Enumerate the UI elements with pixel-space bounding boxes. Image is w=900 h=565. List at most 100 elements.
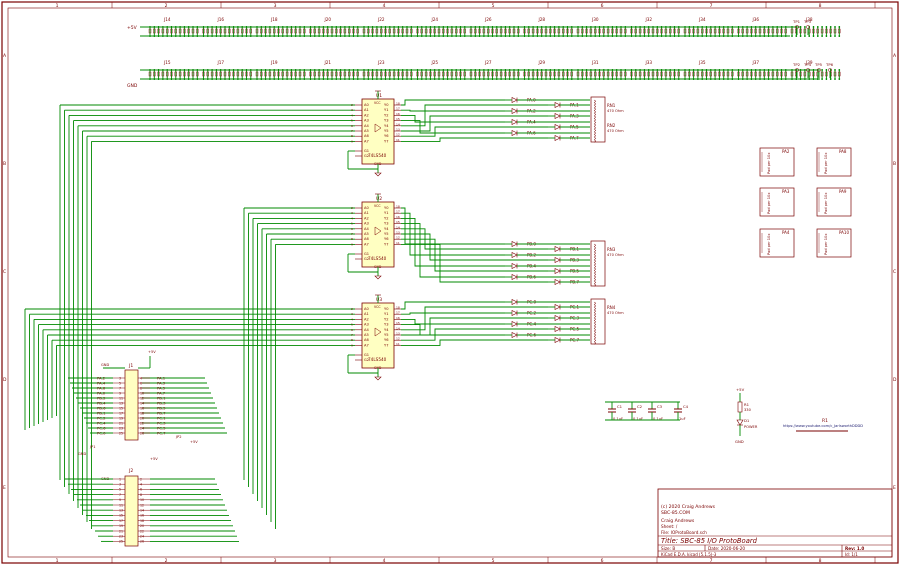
- ic-pin-number: 2: [351, 103, 353, 107]
- j1-right-signal: PA.7: [157, 390, 166, 395]
- bus-connector-ref: J23: [377, 60, 385, 65]
- bus-connector-ref: J15: [163, 60, 171, 65]
- bus-connector-ref: J34: [698, 17, 706, 22]
- ic-output-pin: Y4: [384, 328, 389, 332]
- ic-pin-number: 13: [396, 231, 400, 235]
- ic-pin-number: 15: [396, 321, 400, 325]
- ic-input-pin: A4: [364, 227, 369, 231]
- title-id: Id: 1/1: [845, 552, 858, 557]
- ic-pin-number: 8: [351, 134, 353, 138]
- bus-connector-ref: J37: [752, 60, 760, 65]
- ic-output-pin: Y1: [384, 211, 388, 215]
- capacitor-ref: C4: [683, 404, 689, 409]
- j2-ref: J2: [128, 468, 133, 474]
- resistor-array-value: 470 Ohm: [607, 109, 624, 113]
- title-copyright: (c) 2020 Craig Andrews: [661, 504, 716, 510]
- bus-top-power-label: +5V: [127, 25, 138, 31]
- j2-pin-number: 3: [119, 483, 121, 487]
- ic-enable-pin: G2: [364, 257, 369, 261]
- title-sheet: Sheet: /: [661, 524, 678, 529]
- power-section: C10.1uFC20.1uFC30.1uFC41uF+5VR1330D1POWE…: [605, 387, 758, 444]
- ic-pin-number: 15: [396, 220, 400, 224]
- j1-left-signal: PA.4: [97, 380, 106, 385]
- ic-input-pin: A1: [364, 108, 369, 112]
- logo-text: https://www.youtube.com/c_JarlsworthDDDD: [783, 424, 863, 428]
- j1-right-signal: PC.1: [157, 415, 166, 420]
- j1-right-signal: PB.3: [157, 400, 166, 405]
- buffer-ic-u2: U274LS540GNDVCCA02A13A24A35A46A57A68A79Y…: [347, 193, 401, 280]
- border-col-label: 8: [819, 558, 822, 564]
- capacitor-value: 1uF: [679, 417, 686, 421]
- ic-pin-number: 4: [351, 216, 353, 220]
- j1-right-signal: PC.3: [157, 420, 166, 425]
- ic-pin-number: 3: [351, 211, 353, 215]
- j1-left-signal: PB.1: [97, 410, 106, 415]
- ic-input-pin: A2: [364, 216, 369, 220]
- title-rev: Rev: 1.0: [845, 546, 864, 551]
- j1-pin-number: 16: [140, 406, 144, 410]
- ic-input-pin: A3: [364, 323, 369, 327]
- j1-pin-number: 8: [140, 386, 142, 390]
- testpoint-label: TP5: [814, 62, 823, 67]
- ic-pin-number: 11: [396, 138, 400, 142]
- capacitor-c3: C30.1uF: [648, 402, 663, 421]
- ic-enable-pin: G1: [364, 353, 369, 357]
- j1-pin-number: 9: [119, 391, 121, 395]
- bus-connector-ref: J35: [698, 60, 706, 65]
- ic-enable-pin: G1: [364, 252, 369, 256]
- logo-ref: R1: [822, 418, 828, 424]
- ic-output-pin: Y2: [384, 216, 388, 220]
- bus-connector-ref: J21: [324, 60, 332, 65]
- j2-power-label: +5V: [150, 457, 158, 461]
- ic-input-pin: A5: [364, 333, 369, 337]
- ic-output-pin: Y7: [384, 242, 388, 246]
- j1-pin-number: 22: [140, 421, 144, 425]
- pad-text: Pad per 10x: [767, 233, 771, 255]
- j2-pin-number: 2: [140, 477, 142, 481]
- ic-pin-number: 18: [396, 102, 400, 106]
- ic-output-pin: Y3: [384, 323, 388, 327]
- bus-connector-ref: J36: [752, 17, 760, 22]
- capacitor-value: 0.1uF: [613, 417, 623, 421]
- border-col-label: 5: [492, 3, 495, 9]
- j2-pin-number: 14: [140, 509, 144, 513]
- ic-pin-number: 9: [351, 242, 353, 246]
- capacitor-c4: C4 1uF: [674, 402, 689, 421]
- ic-input-pin: A4: [364, 124, 369, 128]
- ic-pin-number: 7: [351, 232, 353, 236]
- bus-connector-ref: J26: [484, 17, 492, 22]
- ic-vcc-label: VCC: [374, 305, 381, 309]
- j1-left-signal: PA.2: [97, 375, 106, 380]
- resistor-array-ref: RN1: [607, 103, 616, 108]
- ic-part: 74LS540: [368, 153, 387, 158]
- ic-input-pin: A2: [364, 113, 369, 117]
- j1-left-signal: PB.4: [97, 400, 106, 405]
- j2-pin-number: 19: [119, 524, 123, 528]
- j1-pin-number: 4: [140, 376, 142, 380]
- jumper-power-label: +5V: [190, 440, 198, 444]
- ic-pin-number: 18: [396, 205, 400, 209]
- ic-pin-number: 13: [396, 128, 400, 132]
- j2-pin-number: 13: [119, 509, 123, 513]
- ic-output-pin: Y2: [384, 113, 388, 117]
- ic-pin-number: 9: [351, 139, 353, 143]
- border-row-label: B: [3, 161, 6, 167]
- j1-pin-number: 18: [140, 411, 144, 415]
- ic-pin-number: 4: [351, 317, 353, 321]
- title-size: Size: B: [661, 546, 675, 551]
- ic-output-pin: Y0: [384, 103, 389, 107]
- ic-output-pin: Y4: [384, 124, 389, 128]
- j1-pin-number: 23: [119, 426, 123, 430]
- ic-pin-number: 4: [351, 113, 353, 117]
- ic-part: 74LS540: [368, 256, 387, 261]
- title-main: Title: SBC-85 I/O ProtoBoard: [661, 537, 758, 545]
- title-site: SBC-85.COM: [661, 510, 690, 516]
- pad-ref: PA4: [782, 230, 790, 235]
- j1-left-signal: PB.6: [97, 405, 106, 410]
- ic-output-pin: Y6: [384, 338, 389, 342]
